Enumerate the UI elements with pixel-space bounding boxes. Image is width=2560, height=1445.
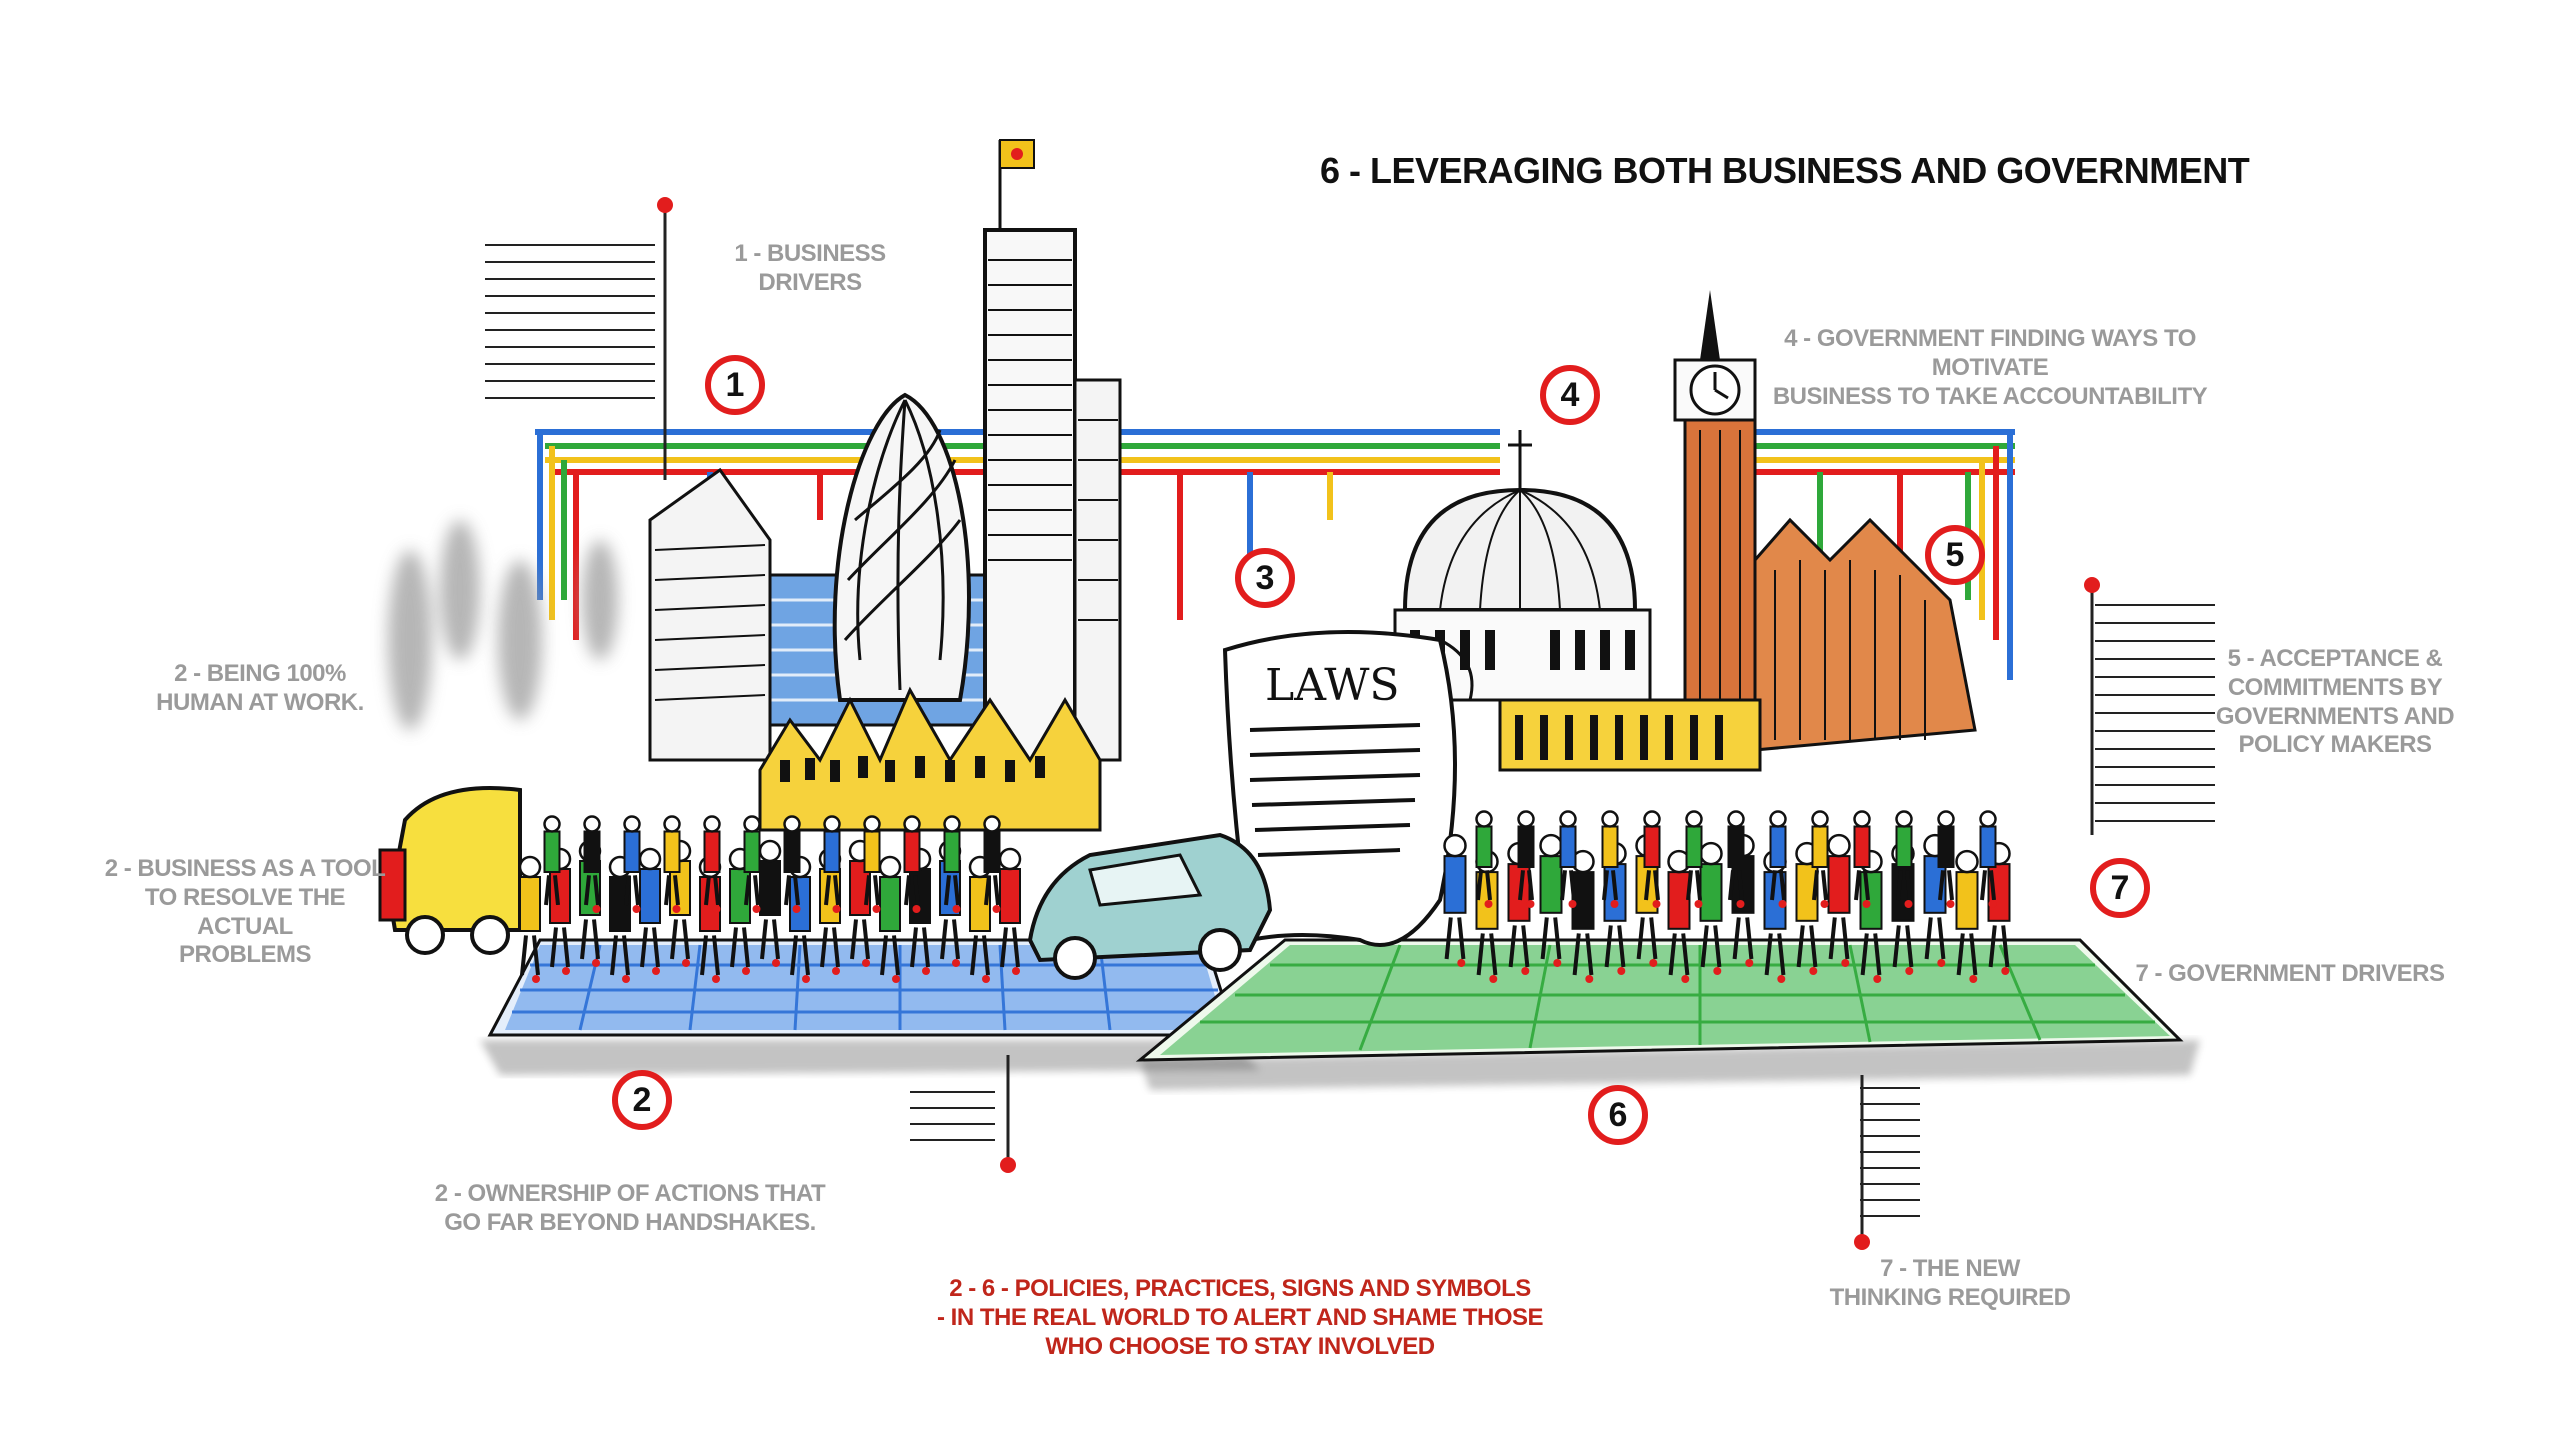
- crowd-person: [968, 855, 992, 983]
- crowd-person: [1571, 849, 1595, 983]
- crowd-person: [1955, 849, 1979, 983]
- crowd-person: [1601, 810, 1619, 908]
- crowd-of-people: [518, 810, 2011, 983]
- right-skyline: [1393, 290, 1977, 772]
- label-policies: 2 - 6 - POLICIES, PRACTICES, SIGNS AND S…: [937, 1275, 1544, 1360]
- crowd-person: [1811, 810, 1829, 908]
- car: [1027, 832, 1273, 980]
- laws-scroll: LAWS: [1222, 630, 1474, 947]
- crowd-person: [1923, 833, 1947, 967]
- page-title: 6 - LEVERAGING BOTH BUSINESS AND GOVERNM…: [1320, 150, 2250, 191]
- crowd-person: [623, 815, 641, 913]
- crowd-person: [1699, 841, 1723, 975]
- crowd-person: [1827, 833, 1851, 967]
- crowd-person: [1731, 833, 1755, 967]
- crowd-person: [1475, 810, 1493, 908]
- crowd-person: [1517, 810, 1535, 908]
- crowd-person: [1895, 810, 1913, 908]
- crowd-person: [823, 815, 841, 913]
- ladder-bottom-right: [1854, 1075, 1920, 1250]
- crowd-person: [1559, 810, 1577, 908]
- label-acceptance: 5 - ACCEPTANCE & COMMITMENTS BY GOVERNME…: [2215, 645, 2455, 759]
- crowd-person: [1539, 833, 1563, 967]
- crowd-person: [743, 815, 761, 913]
- label-business-drivers: 1 - BUSINESS DRIVERS: [734, 240, 886, 296]
- smoke-plumes: [388, 520, 618, 730]
- ladder-bottom-middle: [910, 1055, 1016, 1173]
- crowd-person: [663, 815, 681, 913]
- crowd-person: [1727, 810, 1745, 908]
- crowd-person: [903, 815, 921, 913]
- marker-3: 3: [1235, 548, 1295, 608]
- crowd-person: [1979, 810, 1997, 908]
- marker-2: 2: [612, 1070, 672, 1130]
- label-new-thinking: 7 - THE NEW THINKING REQUIRED: [1829, 1255, 2071, 1311]
- label-government-drivers: 7 - GOVERNMENT DRIVERS: [2135, 960, 2445, 987]
- crowd-person: [543, 815, 561, 913]
- marker-1: 1: [705, 355, 765, 415]
- yellow-truck: [378, 786, 522, 955]
- marker-4: 4: [1540, 365, 1600, 425]
- left-skyline: [648, 139, 1122, 832]
- crowd-person: [943, 815, 961, 913]
- label-ownership: 2 - OWNERSHIP OF ACTIONS THAT GO FAR BEY…: [434, 1180, 826, 1236]
- crowd-person: [1443, 833, 1467, 967]
- crowd-person: [728, 847, 752, 975]
- crowd-person: [1853, 810, 1871, 908]
- crowd-person: [1685, 810, 1703, 908]
- ladder-top-left: [485, 197, 673, 480]
- crowd-person: [1937, 810, 1955, 908]
- crowd-person: [998, 847, 1022, 975]
- marker-7: 7: [2090, 858, 2150, 918]
- crowd-person: [863, 815, 881, 913]
- marker-5: 5: [1925, 525, 1985, 585]
- marker-6: 6: [1588, 1085, 1648, 1145]
- crowd-person: [1769, 810, 1787, 908]
- laws-title: LAWS: [1265, 660, 1400, 711]
- crowd-person: [703, 815, 721, 913]
- ladder-right: [2084, 577, 2215, 835]
- crowd-person: [1643, 810, 1661, 908]
- crowd-person: [983, 815, 1001, 913]
- label-human-at-work: 2 - BEING 100% HUMAN AT WORK.: [156, 660, 364, 716]
- crowd-person: [638, 847, 662, 975]
- crowd-person: [758, 839, 782, 967]
- crowd-person: [583, 815, 601, 913]
- crowd-person: [783, 815, 801, 913]
- colored-frame-lines: [535, 429, 2015, 680]
- label-business-as-tool: 2 - BUSINESS AS A TOOL TO RESOLVE THE AC…: [104, 855, 386, 969]
- label-government-motivate: 4 - GOVERNMENT FINDING WAYS TO MOTIVATE …: [1772, 325, 2208, 410]
- crowd-person: [518, 855, 542, 983]
- crowd-person: [878, 855, 902, 983]
- ground-plates: [480, 938, 2200, 1090]
